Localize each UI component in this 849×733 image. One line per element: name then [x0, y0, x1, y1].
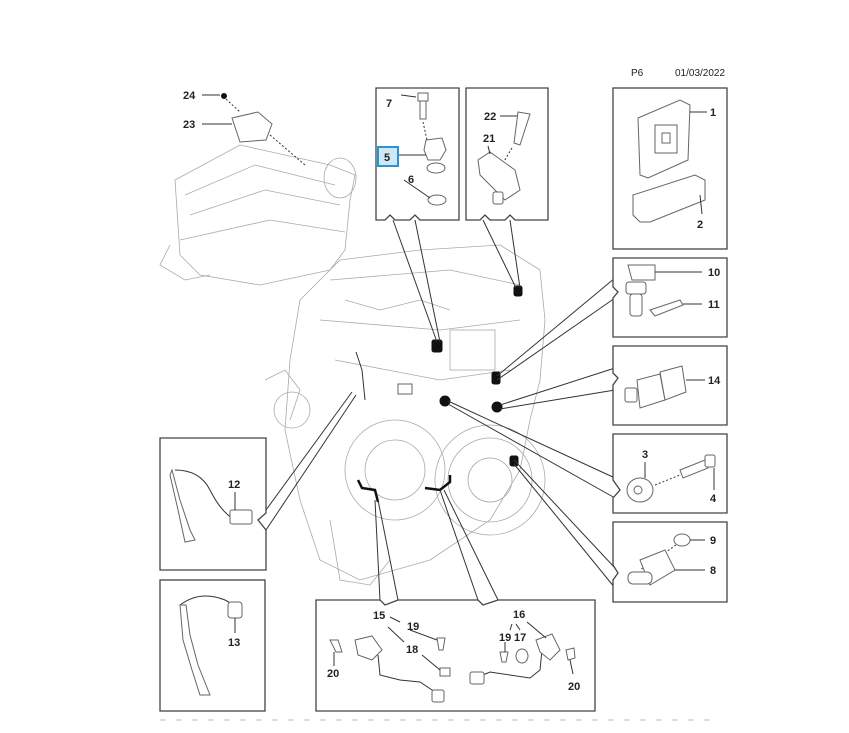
callout-11: 11	[708, 299, 720, 311]
callout-16: 16	[513, 609, 525, 621]
callout-17: 17	[514, 632, 526, 644]
callout-1: 1	[710, 107, 716, 119]
callout-5: 5	[384, 152, 390, 164]
engine-mark-crank-sensor	[509, 455, 519, 467]
engine-mark-knock-sensor	[439, 395, 451, 407]
box-sensor-10-11[interactable]	[612, 257, 728, 338]
date-label: 01/03/2022	[675, 68, 726, 79]
callout-5-highlight[interactable]	[377, 146, 399, 167]
callout-20-right: 20	[568, 681, 580, 693]
box-oxygen-sensor-13[interactable]	[159, 579, 266, 712]
callout-8: 8	[710, 565, 716, 577]
engine-mark-oil-switch	[491, 401, 503, 413]
box-knock-sensor[interactable]	[612, 433, 728, 514]
engine-mark-o2-sensor	[355, 351, 366, 401]
callout-3: 3	[642, 449, 648, 461]
page-code: P6	[631, 68, 644, 79]
callout-4: 4	[710, 493, 717, 505]
callout-14: 14	[708, 375, 721, 387]
engine-mark-harness-16	[424, 475, 452, 492]
engine-mark-o2-connector	[397, 383, 413, 395]
engine-mark-camshaft-sensor	[431, 339, 443, 353]
callout-19-left: 19	[407, 621, 419, 633]
box-harness-sensors[interactable]	[315, 599, 596, 712]
engine-mark-map-sensor	[513, 285, 523, 297]
box-map-sensor[interactable]	[465, 87, 549, 221]
box-oxygen-sensor-12[interactable]	[159, 437, 267, 571]
callout-19-right: 19	[499, 632, 511, 644]
engine-illustration	[264, 244, 546, 586]
box-oil-pressure-switch[interactable]	[612, 345, 728, 426]
air-cleaner-illustration	[159, 93, 357, 286]
box-ecm[interactable]	[612, 87, 728, 250]
callout-18: 18	[406, 644, 418, 656]
callout-12: 12	[228, 479, 240, 491]
callout-6: 6	[408, 174, 414, 186]
callout-13: 13	[228, 637, 240, 649]
box-crankshaft-sensor[interactable]	[612, 521, 728, 603]
callout-23: 23	[183, 119, 195, 131]
box-camshaft-sensor[interactable]	[375, 87, 460, 221]
engine-mark-sensor-10	[491, 371, 501, 385]
callout-22: 22	[484, 111, 496, 123]
callout-9: 9	[710, 535, 716, 547]
callout-24: 24	[183, 90, 196, 102]
callout-10: 10	[708, 267, 720, 279]
callout-21: 21	[483, 133, 495, 145]
engine-mark-harness-15	[356, 479, 380, 503]
callout-7: 7	[386, 98, 392, 110]
leader-lines	[265, 219, 616, 601]
callout-15: 15	[373, 610, 385, 622]
callout-2: 2	[697, 219, 703, 231]
callout-20-left: 20	[327, 668, 339, 680]
